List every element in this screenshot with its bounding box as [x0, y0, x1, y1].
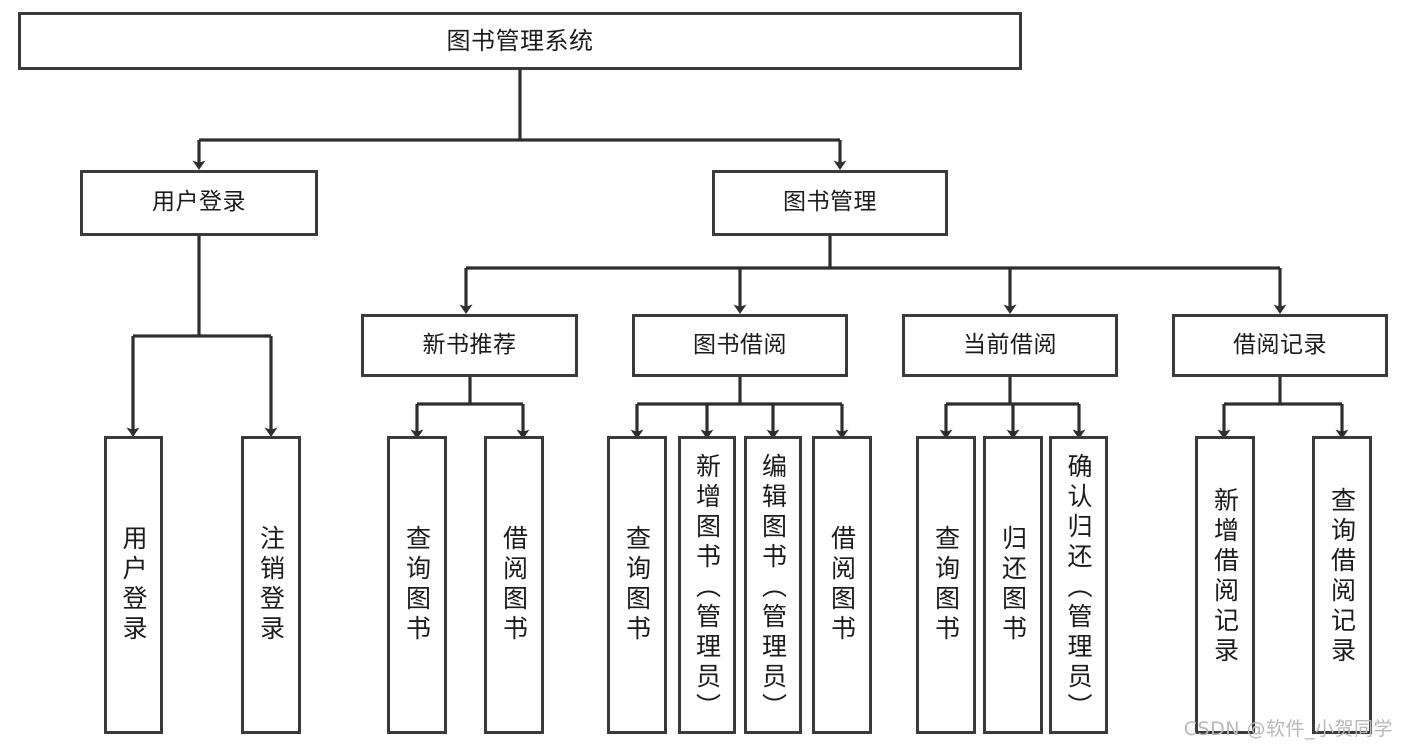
leaf-new-book-query-book[interactable]: 查询图书 [387, 436, 447, 734]
node-book-borrow[interactable]: 图书借阅 [632, 314, 848, 377]
node-label: 借阅记录 [1233, 331, 1327, 358]
node-borrow-record[interactable]: 借阅记录 [1172, 314, 1388, 377]
leaf-borrow-record-add-record[interactable]: 新增借阅记录 [1195, 436, 1255, 734]
watermark-text: CSDN @软件_小贺同学 [1183, 718, 1393, 740]
leaf-book-borrow-edit-book-admin[interactable]: 编辑图书（管理员） [744, 436, 802, 734]
node-label: 用户登录 [119, 525, 148, 645]
leaf-book-borrow-query-book[interactable]: 查询图书 [607, 436, 667, 734]
node-label: 新增图书（管理员） [692, 453, 722, 723]
leaf-user-login-login[interactable]: 用户登录 [104, 436, 163, 734]
leaf-current-borrow-query-book[interactable]: 查询图书 [916, 436, 976, 734]
node-label: 新增借阅记录 [1210, 487, 1240, 667]
node-label: 注销登录 [256, 525, 286, 645]
leaf-current-borrow-return-book[interactable]: 归还图书 [983, 436, 1043, 734]
node-label: 查询图书 [931, 525, 961, 645]
node-label: 用户登录 [152, 189, 246, 216]
leaf-book-borrow-add-book-admin[interactable]: 新增图书（管理员） [678, 436, 736, 734]
node-label: 编辑图书（管理员） [758, 453, 788, 723]
leaf-new-book-borrow-book[interactable]: 借阅图书 [484, 436, 544, 734]
node-root-system[interactable]: 图书管理系统 [18, 12, 1022, 70]
leaf-book-borrow-borrow-book[interactable]: 借阅图书 [812, 436, 872, 734]
node-label: 借阅图书 [827, 525, 857, 645]
node-label: 查询图书 [622, 525, 652, 645]
node-label: 图书借阅 [693, 331, 787, 358]
node-label: 查询图书 [402, 525, 432, 645]
node-label: 新书推荐 [422, 331, 517, 358]
node-label: 当前借阅 [963, 331, 1057, 358]
node-label: 图书管理系统 [446, 26, 594, 55]
node-current-borrow[interactable]: 当前借阅 [902, 314, 1118, 377]
leaf-current-borrow-confirm-return-admin[interactable]: 确认归还（管理员） [1049, 436, 1108, 734]
node-label: 确认归还（管理员） [1064, 453, 1093, 723]
node-user-login[interactable]: 用户登录 [80, 170, 318, 236]
node-label: 查询借阅记录 [1327, 487, 1357, 667]
node-book-management[interactable]: 图书管理 [712, 170, 948, 236]
node-label: 图书管理 [783, 189, 877, 216]
node-label: 归还图书 [998, 525, 1028, 645]
node-new-book-recommend[interactable]: 新书推荐 [361, 314, 578, 377]
leaf-borrow-record-query-record[interactable]: 查询借阅记录 [1312, 436, 1372, 734]
node-label: 借阅图书 [499, 525, 529, 645]
leaf-user-login-logout[interactable]: 注销登录 [241, 436, 301, 734]
